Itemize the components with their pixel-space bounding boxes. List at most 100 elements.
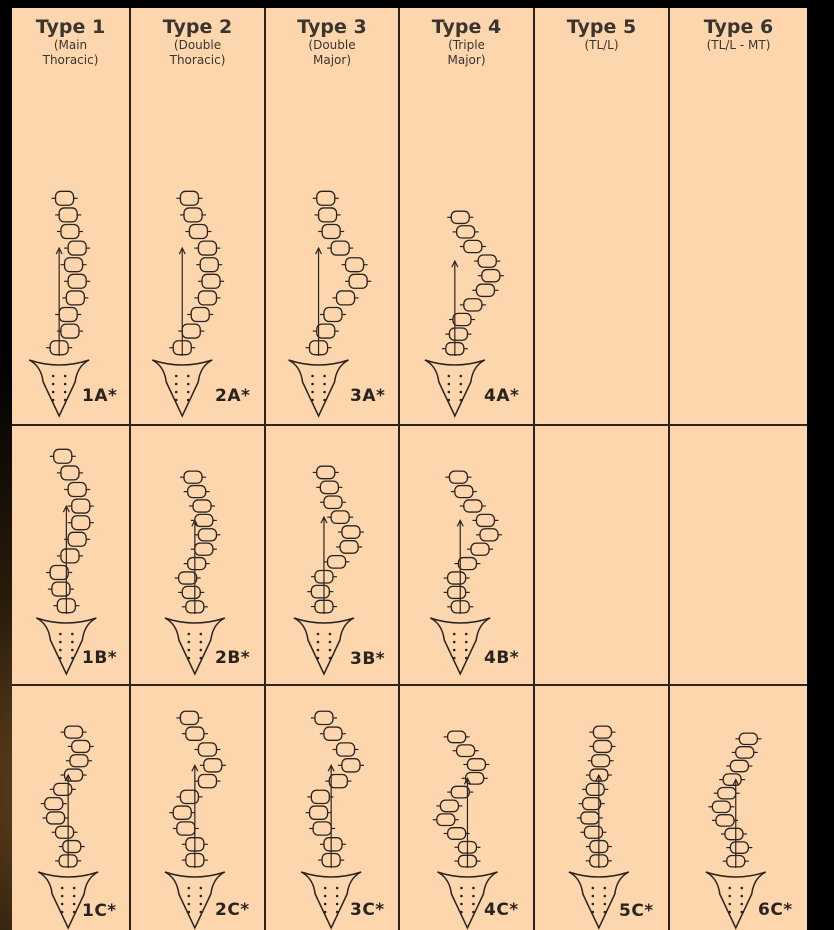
sacral-foramen bbox=[329, 641, 332, 644]
vertebra bbox=[66, 291, 84, 305]
sacral-foramen bbox=[728, 887, 731, 890]
vertebra bbox=[45, 798, 63, 810]
sacral-foramen bbox=[604, 903, 607, 906]
sacral-foramen bbox=[52, 391, 55, 394]
vertebra bbox=[180, 711, 198, 724]
vertebra bbox=[180, 790, 198, 803]
sacral-foramen bbox=[472, 911, 475, 914]
sacral-foramen bbox=[317, 641, 320, 644]
vertebra bbox=[448, 586, 466, 598]
vertebra bbox=[581, 812, 599, 824]
vertebra bbox=[198, 774, 216, 787]
vertebra bbox=[61, 549, 79, 563]
sacral-foramen bbox=[740, 895, 743, 898]
sacral-foramen bbox=[59, 641, 62, 644]
vertebra bbox=[342, 759, 360, 772]
spine-diagram bbox=[400, 198, 533, 418]
vertebra bbox=[320, 481, 338, 494]
sacral-foramen bbox=[61, 911, 64, 914]
sacral-foramen bbox=[200, 657, 203, 660]
vertebra bbox=[65, 726, 83, 738]
vertebra bbox=[310, 806, 328, 819]
sacral-foramen bbox=[188, 903, 191, 906]
sacral-foramen bbox=[64, 383, 67, 386]
column-subtitle: (Double Thoracic) bbox=[131, 38, 264, 68]
column-title: Type 3 bbox=[266, 16, 398, 38]
vertebra bbox=[449, 328, 467, 340]
vertebra bbox=[324, 308, 342, 322]
sacral-foramen bbox=[311, 391, 314, 394]
sacral-foramen bbox=[465, 641, 468, 644]
vertebra bbox=[725, 828, 743, 839]
sacral-foramen bbox=[200, 649, 203, 652]
sacral-foramen bbox=[175, 399, 178, 402]
sacral-foramen bbox=[592, 895, 595, 898]
sacral-foramen bbox=[200, 887, 203, 890]
vertebra bbox=[451, 786, 469, 798]
sacral-foramen bbox=[472, 887, 475, 890]
sacral-foramen bbox=[324, 903, 327, 906]
curve-cell-4B: 4B* bbox=[400, 458, 533, 676]
vertebra bbox=[189, 225, 207, 239]
spine-diagram bbox=[266, 453, 398, 676]
column-subtitle: (Double Major) bbox=[266, 38, 398, 68]
column-title: Type 5 bbox=[535, 16, 668, 38]
sacral-foramen bbox=[64, 375, 67, 378]
vertebra bbox=[593, 726, 611, 738]
vertebra bbox=[346, 258, 364, 272]
vertebra bbox=[476, 284, 494, 296]
sacral-foramen bbox=[740, 887, 743, 890]
vertebra bbox=[56, 191, 74, 205]
vertebra bbox=[47, 812, 65, 824]
sacral-foramen bbox=[460, 887, 463, 890]
sacral-foramen bbox=[61, 895, 64, 898]
sacral-foramen bbox=[187, 399, 190, 402]
sacral-foramen bbox=[329, 633, 332, 636]
sacral-foramen bbox=[604, 911, 607, 914]
curve-label: 3B* bbox=[350, 649, 385, 669]
sacral-foramen bbox=[311, 383, 314, 386]
spine-diagram bbox=[400, 458, 533, 676]
vertebra bbox=[65, 258, 83, 272]
curve-label: 1B* bbox=[82, 648, 117, 668]
sacral-foramen bbox=[64, 399, 67, 402]
curve-label: 1C* bbox=[82, 901, 117, 921]
spine-diagram bbox=[131, 458, 264, 676]
sacral-foramen bbox=[187, 375, 190, 378]
sacral-foramen bbox=[61, 887, 64, 890]
curve-label: 2C* bbox=[215, 900, 250, 920]
sacral-foramen bbox=[465, 657, 468, 660]
spine-diagram bbox=[131, 698, 264, 930]
spine-diagram bbox=[12, 713, 129, 930]
sacral-foramen bbox=[187, 383, 190, 386]
vertebra bbox=[736, 747, 754, 758]
vertebra bbox=[173, 806, 191, 819]
vertebra bbox=[68, 483, 86, 497]
vertebra bbox=[68, 241, 86, 255]
spine-diagram bbox=[670, 720, 807, 930]
vertebra bbox=[449, 471, 467, 483]
vertebra bbox=[723, 774, 741, 785]
sacral-foramen bbox=[59, 633, 62, 636]
sacral-foramen bbox=[188, 649, 191, 652]
curve-label: 2A* bbox=[215, 386, 250, 406]
sacral-foramen bbox=[740, 911, 743, 914]
vertebra bbox=[476, 514, 494, 526]
vertebra bbox=[592, 755, 610, 767]
sacral-foramen bbox=[188, 911, 191, 914]
vertebra bbox=[464, 240, 482, 252]
curve-label: 3A* bbox=[350, 386, 385, 406]
vertebra bbox=[204, 759, 222, 772]
vertebra bbox=[464, 299, 482, 311]
vertebra bbox=[202, 274, 220, 288]
vertebra bbox=[584, 826, 602, 838]
vertebra bbox=[182, 586, 200, 598]
vertebra bbox=[68, 274, 86, 288]
sacral-foramen bbox=[73, 887, 76, 890]
sacral-foramen bbox=[728, 895, 731, 898]
vertebra bbox=[466, 773, 484, 785]
sacral-foramen bbox=[448, 399, 451, 402]
sacral-foramen bbox=[460, 383, 463, 386]
column-subtitle: (TL/L) bbox=[535, 38, 668, 53]
sacral-foramen bbox=[188, 641, 191, 644]
